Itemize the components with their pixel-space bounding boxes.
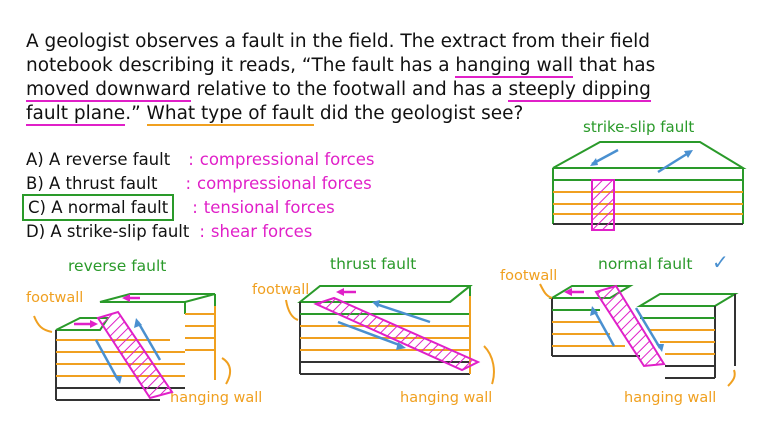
thrust-fault-title: thrust fault [330, 255, 417, 273]
reverse-fault-title: reverse fault [68, 257, 167, 275]
normal-hanging-wall-label: hanging wall [624, 390, 717, 406]
what-type-highlight: What type of fault [146, 103, 314, 126]
moved-downward-highlight: moved downward [26, 79, 191, 102]
strike-slip-arrow-right [657, 150, 691, 174]
reverse-footwall-label: footwall [26, 290, 84, 306]
option-a[interactable]: A) A reverse fault:compressional forces [26, 150, 375, 169]
check-icon: ✓ [712, 250, 729, 274]
strike-slip-diagram [552, 141, 747, 231]
question-line-4: fault plane.” What type of fault did the… [26, 103, 524, 126]
hanging-wall-highlight: hanging wall [455, 55, 574, 78]
steeply-dipping-highlight: steeply dipping [508, 79, 651, 102]
thrust-hanging-wall-label: hanging wall [400, 390, 493, 406]
normal-fault-title: normal fault [598, 255, 693, 273]
option-b[interactable]: B) A thrust fault:compressional forces [26, 174, 372, 193]
question-line-3: moved downward relative to the footwall … [26, 79, 651, 102]
normal-fault-diagram [539, 283, 739, 387]
thrust-fault-diagram [285, 285, 495, 385]
question-line-1: A geologist observes a fault in the fiel… [26, 31, 650, 52]
fault-plane-highlight: fault plane [26, 103, 126, 126]
question-text: A geologist observes a fault in the fiel… [26, 30, 746, 126]
thrust-footwall-label: footwall [252, 282, 310, 298]
option-d[interactable]: D) A strike-slip fault:shear forces [26, 222, 313, 241]
normal-footwall-label: footwall [500, 268, 558, 284]
question-line-2: notebook describing it reads, “The fault… [26, 55, 656, 78]
reverse-fault-diagram [33, 293, 232, 401]
option-c[interactable]: C) A normal fault:tensional forces [21, 194, 335, 221]
strike-slip-title: strike-slip fault [583, 118, 695, 136]
selected-answer-box: C) A normal fault [21, 194, 175, 221]
reverse-hanging-wall-label: hanging wall [170, 390, 263, 406]
